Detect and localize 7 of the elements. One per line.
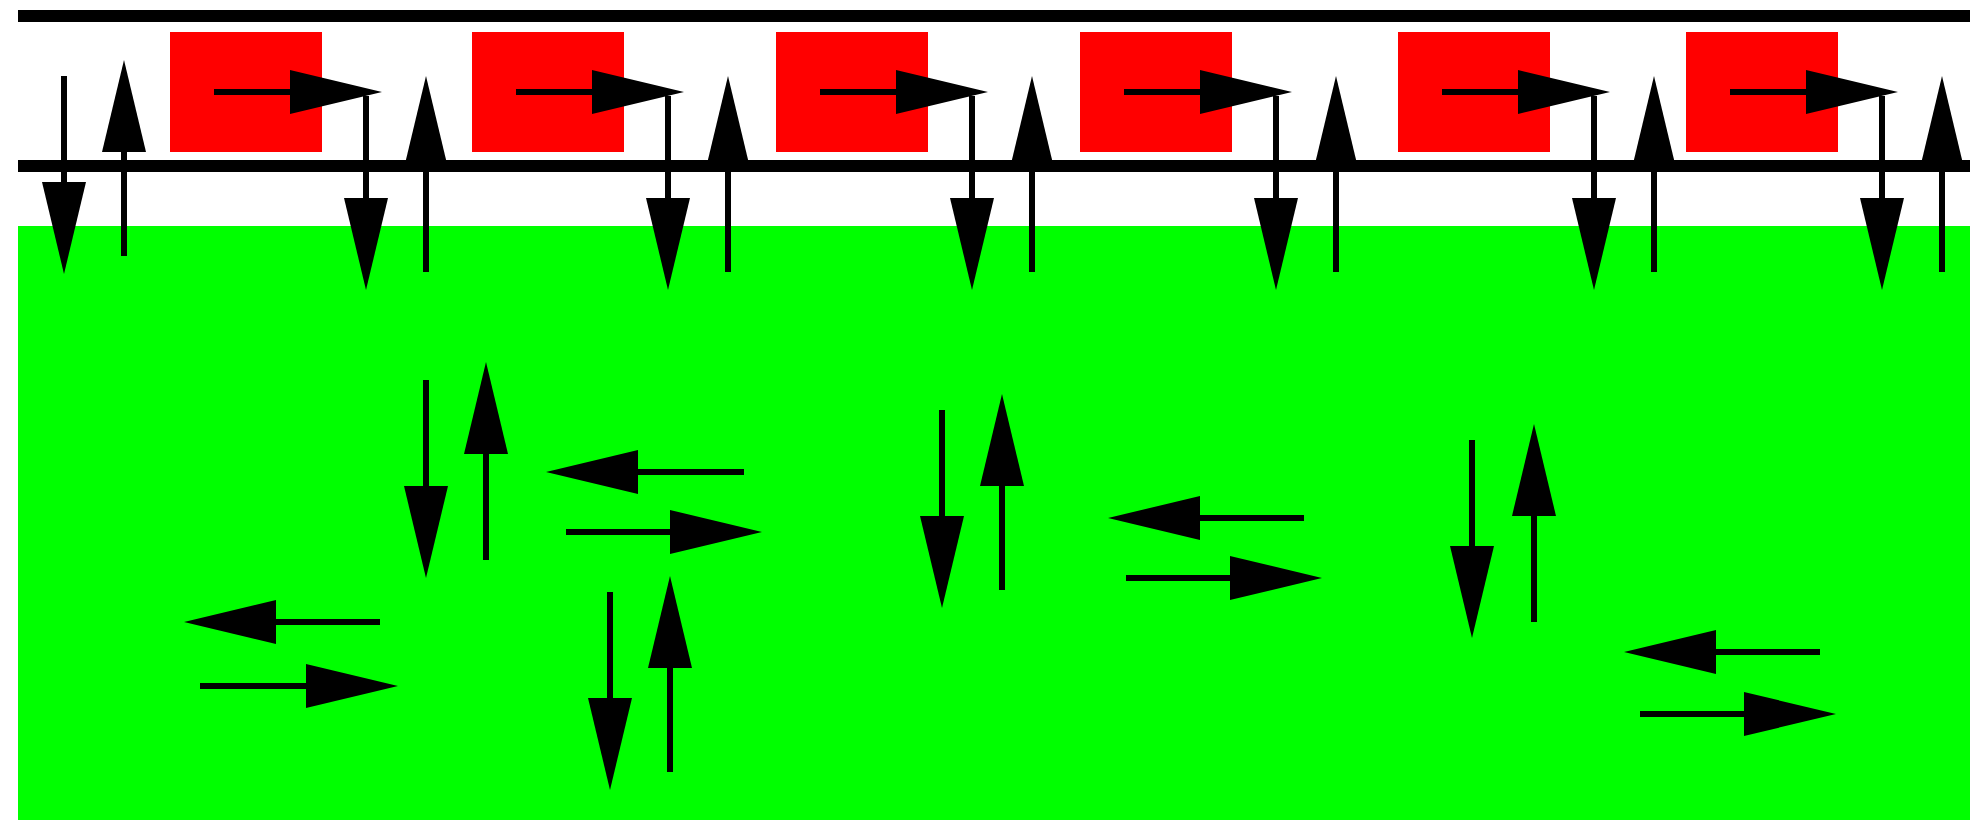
block [170, 32, 322, 152]
block [1398, 32, 1550, 152]
block [1686, 32, 1838, 152]
block [472, 32, 624, 152]
block [776, 32, 928, 152]
ground-region [18, 226, 1970, 820]
block [1080, 32, 1232, 152]
